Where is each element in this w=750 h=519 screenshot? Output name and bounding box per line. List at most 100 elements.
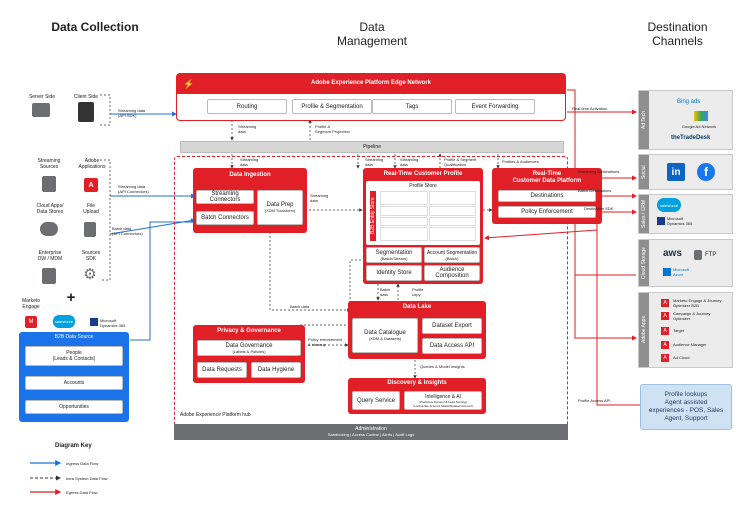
account-segmentation-box[interactable]: Account Segmentation (Batch)	[424, 247, 480, 263]
b2b-opportunities[interactable]: Opportunities	[25, 400, 123, 414]
server-icon	[32, 103, 50, 117]
cloud-icon	[40, 222, 58, 236]
entity-cell: Marketing Lists & Members	[428, 226, 476, 241]
segmentation-box[interactable]: Segmentation (Batch/Stream)	[366, 247, 422, 263]
data-requests-box[interactable]: Data Requests	[197, 362, 247, 378]
b2b-data-source-panel: B2B Data Source People (Leads & Contacts…	[19, 332, 129, 422]
entity-grid: People (Leads & Contacts) Activities Acc…	[380, 191, 476, 241]
client-device-icon	[78, 102, 94, 122]
sources-sdk-label: Sources SDK	[81, 250, 101, 262]
discovery-title: Discovery & Insights	[387, 380, 447, 386]
destinations-box[interactable]: Destinations	[498, 190, 596, 202]
data-governance-box[interactable]: Data Governance (Labels & Policies)	[197, 340, 301, 356]
admin-title: Administration	[355, 426, 387, 432]
ftp-label: FTP	[705, 252, 717, 258]
rtcdp-title: Real-Time Customer Data Platform	[512, 171, 582, 184]
discovery-insights-panel: Discovery & Insights Query Service Intel…	[348, 378, 486, 414]
audience-manager-label: Audience Manager	[673, 342, 707, 347]
audience-composition-box[interactable]: Audience Composition	[424, 265, 480, 281]
streaming-connectors-label: Streaming data (API Connectors)	[118, 184, 149, 194]
pipeline-bar: Pipeline	[180, 141, 564, 153]
social-label: Social	[639, 155, 649, 189]
data-access-api-box[interactable]: Data Access API	[422, 338, 482, 354]
profile-store-label: Profile Store	[409, 182, 437, 189]
tags-box[interactable]: Tags	[372, 99, 452, 114]
segment-qual-label: Profile & Segment Qualification	[444, 157, 477, 167]
b2b-entity-label: B2B Entity Store	[370, 191, 376, 241]
client-side-label: Client Side	[73, 94, 99, 100]
dynamics-dest-label: Microsoft Dynamics 365	[667, 216, 693, 226]
batch-connectors-label: Batch data (API Connectors)	[112, 226, 143, 236]
routing-box[interactable]: Routing	[207, 99, 287, 114]
google-ad-network-label: Google Ad Network	[681, 124, 717, 129]
realtime-activation-label: Real-time Activation	[572, 106, 608, 111]
target-label: Target	[673, 328, 685, 333]
governance-sub: (Labels & Policies)	[232, 348, 266, 354]
data-prep-sub: (XDM Transform)	[264, 208, 296, 213]
profile-segmentation-box[interactable]: Profile & Segmentation	[292, 99, 372, 114]
profile-projection-label: Profile & Segment Projection	[315, 124, 350, 134]
streaming-data-label-3: Streaming data	[365, 157, 384, 167]
azure-icon	[663, 268, 671, 276]
marketo-dest-icon: A	[661, 299, 669, 307]
data-prep-label: Data Prep	[266, 202, 294, 208]
entity-cell: Opportunities	[428, 206, 476, 216]
governance-label: Data Governance	[225, 342, 273, 349]
campaign-icon: A	[661, 312, 669, 320]
cloud-apps-label: Cloud Apps/ Data Stores	[36, 203, 64, 215]
adobe-apps-panel: Adobe Apps A Marketo Engage & Journey Op…	[638, 292, 733, 368]
streaming-data-label-5: Streaming data	[310, 193, 329, 203]
b2b-accounts[interactable]: Accounts	[25, 376, 123, 390]
data-ingestion-panel: Data Ingestion Streaming Connectors Batc…	[193, 168, 307, 233]
ingestion-title: Data Ingestion	[229, 171, 271, 178]
ftp-icon	[694, 250, 702, 260]
profile-lookups-box[interactable]: Profile lookups Agent assisted experienc…	[640, 384, 732, 430]
streaming-data-label-2: Streaming data	[240, 157, 259, 167]
data-catalogue-box[interactable]: Data Catalogue (XDM & Datasets)	[352, 318, 418, 353]
batch-data-label: Batch data	[290, 304, 310, 309]
edge-header-bar	[177, 74, 565, 94]
query-service-box[interactable]: Query Service	[352, 391, 400, 410]
destination-channels-header: Destination Channels	[647, 20, 708, 48]
plus-sign: +	[66, 288, 76, 306]
streaming-connectors-box[interactable]: Streaming Connectors	[196, 190, 254, 204]
rtcdp-panel: Real-Time Customer Data Platform Destina…	[492, 168, 602, 224]
segmentation-label: Segmentation	[375, 249, 413, 256]
profile-copy-label: Profile copy	[412, 287, 424, 297]
aws-logo: aws	[663, 248, 682, 259]
edge-network-panel: ⚡ Adobe Experience Platform Edge Network…	[176, 73, 566, 121]
lightning-icon: ⚡	[183, 79, 195, 89]
intelligence-ai-box[interactable]: Intelligence & AI (Predictive Account & …	[404, 391, 482, 410]
batch-connectors-box[interactable]: Batch Connectors	[196, 211, 254, 225]
account-seg-sub: (Batch)	[445, 255, 459, 261]
identity-store-box[interactable]: Identity Store	[366, 265, 422, 281]
batch-destinations-label: Batch Destinations	[578, 188, 612, 193]
profiles-audiences-label: Profiles & Audiences	[502, 159, 539, 164]
streaming-data-label-1: Streaming data	[238, 124, 257, 134]
dataset-export-box[interactable]: Dataset Export	[422, 318, 482, 334]
hub-label: Adobe Experience Platform hub	[180, 412, 251, 418]
catalogue-label: Data Catalogue	[364, 330, 406, 336]
azure-label: Microsoft Azure	[673, 267, 690, 277]
streaming-data-api-label: Streaming data (API SDK)	[118, 108, 146, 118]
b2b-people[interactable]: People (Leads & Contacts)	[25, 346, 123, 366]
marketo-journey-label: Marketo Engage & Journey Optimizer B2B	[673, 298, 722, 308]
key-ingress: Ingress Data Flow	[66, 461, 99, 466]
destination-sdk-label: Destination SDK	[584, 206, 614, 211]
entity-cell: Source Person Relation	[380, 216, 428, 226]
social-panel: Social in f	[638, 154, 733, 190]
enterprise-label: Enterprise DW / MDM	[37, 250, 63, 262]
ad-cloud-icon: A	[661, 354, 669, 362]
file-icon	[84, 222, 96, 237]
ad-tech-panel: Ad Tech Bing ads Google Ad Network theTr…	[638, 90, 733, 150]
policy-cleanup-label: Policy enforcement & cleanup	[308, 337, 343, 347]
event-forwarding-box[interactable]: Event Forwarding	[455, 99, 535, 114]
audience-manager-icon: A	[661, 341, 669, 349]
data-hygiene-box[interactable]: Data Hygiene	[251, 362, 301, 378]
profile-store-box: Profile Store B2B Entity Store People (L…	[366, 181, 480, 245]
policy-enforcement-box[interactable]: Policy Enforcement	[498, 206, 596, 218]
google-ads-icon	[694, 111, 708, 121]
data-prep-box[interactable]: Data Prep (XDM Transform)	[257, 190, 303, 225]
privacy-governance-panel: Privacy & Governance Data Governance (La…	[193, 325, 305, 383]
catalogue-sub: (XDM & Datasets)	[368, 336, 402, 341]
